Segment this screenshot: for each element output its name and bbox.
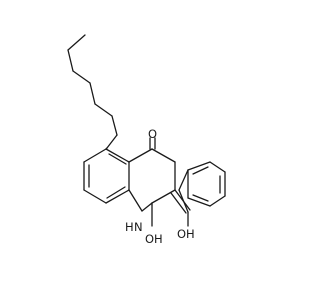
ketone-oxygen-label: O [148, 127, 157, 141]
chain-bond [94, 103, 113, 117]
ring-bond [178, 169, 189, 191]
octyl-chain [67, 34, 118, 150]
ring-bond [105, 189, 130, 204]
ring-double-bond [192, 194, 209, 202]
structure-canvas: O H N O H O H [67, 34, 226, 246]
chain-bond [67, 49, 74, 72]
ring-bond [209, 161, 226, 173]
ring-bond [83, 189, 107, 204]
ring-bond [151, 189, 176, 204]
pyridinone-ring [128, 137, 191, 227]
exocyclic-double-bond [170, 192, 187, 214]
lactam-nitrogen-label: N [134, 220, 143, 234]
hydroxyl-h-label: H [186, 227, 195, 241]
atom-labels: O H N O H O H [125, 127, 195, 246]
ring-bond [151, 148, 176, 163]
ring-double-bond [192, 166, 209, 175]
chain-bond [89, 82, 96, 105]
chain-bond [67, 34, 86, 51]
chain-bond [106, 134, 118, 149]
ring-bond [178, 189, 189, 213]
ring-bond [187, 161, 211, 171]
ring-bond [83, 148, 107, 163]
chemical-structure-diagram: O H N O H O H [67, 34, 226, 246]
ring-bond [105, 148, 130, 163]
ring-double-bond [106, 186, 126, 199]
ring-double-bond [108, 153, 127, 165]
chain-bond [72, 70, 91, 84]
ring-bond [209, 195, 226, 207]
ring-bond [187, 197, 211, 207]
lactam-oxygen-label: O [145, 232, 154, 246]
ring-bond [128, 148, 153, 163]
lactam-h-label: H [154, 232, 163, 246]
ring-bond [141, 202, 153, 212]
hydroxyl-oxygen-label: O [177, 227, 186, 241]
ring-bond [128, 189, 143, 212]
chain-bond [111, 115, 118, 136]
lactam-nh-h-label: H [125, 220, 134, 234]
benzo-ring [83, 148, 130, 204]
phenyl-ring [178, 161, 226, 227]
